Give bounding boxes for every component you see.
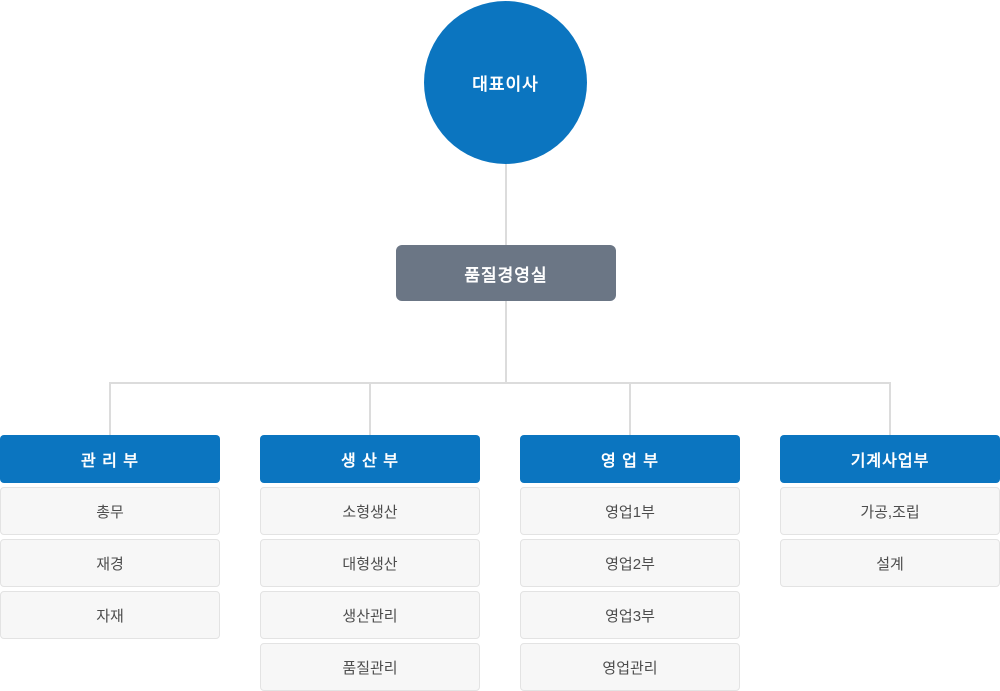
ceo-node-label: 대표이사: [472, 75, 539, 94]
department-header-sales: 영 업 부: [520, 435, 740, 483]
department-header-machinery: 기계사업부: [780, 435, 1000, 483]
team-item-large-production: 대형생산: [260, 539, 480, 587]
team-item-sales-management: 영업관리: [520, 643, 740, 691]
team-item-sales-2: 영업2부: [520, 539, 740, 587]
team-item-production-control: 생산관리: [260, 591, 480, 639]
department-header-production: 생 산 부: [260, 435, 480, 483]
staff-node-label: 품질경영실: [464, 265, 548, 285]
team-item-processing-assembly: 가공,조립: [780, 487, 1000, 535]
connector-drop-production: [369, 382, 371, 435]
department-column-production: 생 산 부 소형생산 대형생산 생산관리 품질관리: [260, 435, 480, 691]
department-column-management: 관 리 부 총무 재경 자재: [0, 435, 220, 639]
team-item-materials: 자재: [0, 591, 220, 639]
ceo-node: 대표이사: [424, 1, 587, 164]
connector-drop-machinery: [889, 382, 891, 435]
department-column-sales: 영 업 부 영업1부 영업2부 영업3부 영업관리: [520, 435, 740, 691]
team-item-general-affairs: 총무: [0, 487, 220, 535]
staff-node-quality-management: 품질경영실: [396, 245, 616, 301]
team-item-finance: 재경: [0, 539, 220, 587]
connector-root-to-staff: [505, 163, 507, 245]
connector-staff-to-trunk: [505, 301, 507, 383]
team-item-quality-control: 품질관리: [260, 643, 480, 691]
team-item-sales-1: 영업1부: [520, 487, 740, 535]
connector-drop-management: [109, 382, 111, 435]
department-column-machinery: 기계사업부 가공,조립 설계: [780, 435, 1000, 587]
connector-horizontal-trunk: [109, 382, 891, 384]
team-item-design: 설계: [780, 539, 1000, 587]
department-header-management: 관 리 부: [0, 435, 220, 483]
team-item-sales-3: 영업3부: [520, 591, 740, 639]
team-item-small-production: 소형생산: [260, 487, 480, 535]
connector-drop-sales: [629, 382, 631, 435]
